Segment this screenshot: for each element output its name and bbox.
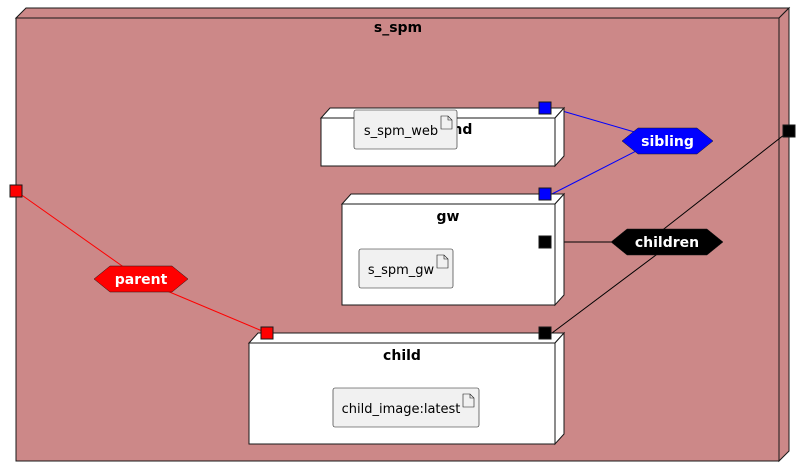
node-child[interactable]: child child_image:latest bbox=[247, 331, 566, 446]
artifact-file-icon bbox=[462, 393, 475, 408]
sibling-line-frontend bbox=[551, 107, 639, 134]
node-frontend[interactable]: frontend s_spm_web bbox=[319, 106, 566, 168]
parent-line-outer bbox=[15, 190, 126, 269]
hex-parent[interactable]: parent bbox=[93, 265, 189, 293]
sibling-line-gw bbox=[551, 149, 639, 195]
artifact-s-spm-gw-label: s_spm_gw bbox=[368, 263, 435, 278]
parent-line-child bbox=[159, 287, 268, 334]
artifact-s-spm-web[interactable]: s_spm_web bbox=[353, 109, 458, 150]
artifact-file-icon bbox=[440, 115, 453, 130]
port-outer-parent[interactable] bbox=[9, 184, 23, 198]
outer-node-label: s_spm bbox=[374, 20, 422, 36]
port-outer-children[interactable] bbox=[782, 124, 796, 138]
artifact-child-image[interactable]: child_image:latest bbox=[332, 387, 480, 428]
node-gw-label: gw bbox=[437, 209, 460, 225]
port-frontend-sibling[interactable] bbox=[538, 101, 552, 115]
hex-children-label: children bbox=[635, 235, 699, 251]
children-line-outer bbox=[659, 130, 790, 233]
children-line-child bbox=[551, 251, 661, 334]
artifact-s-spm-gw[interactable]: s_spm_gw bbox=[358, 248, 454, 289]
hex-sibling[interactable]: sibling bbox=[621, 127, 714, 155]
node-child-label: child bbox=[383, 348, 421, 364]
port-child-children[interactable] bbox=[538, 326, 552, 340]
hex-children[interactable]: children bbox=[610, 228, 724, 256]
node-gw[interactable]: gw s_spm_gw bbox=[340, 192, 566, 307]
ports bbox=[9, 101, 796, 340]
hex-parent-label: parent bbox=[115, 272, 168, 288]
port-gw-children[interactable] bbox=[538, 235, 552, 249]
artifact-s-spm-web-label: s_spm_web bbox=[364, 124, 438, 139]
hex-sibling-label: sibling bbox=[641, 134, 694, 150]
artifact-child-image-label: child_image:latest bbox=[342, 402, 461, 417]
port-gw-sibling[interactable] bbox=[538, 187, 552, 201]
port-child-parent[interactable] bbox=[260, 326, 274, 340]
artifact-file-icon bbox=[436, 254, 449, 269]
